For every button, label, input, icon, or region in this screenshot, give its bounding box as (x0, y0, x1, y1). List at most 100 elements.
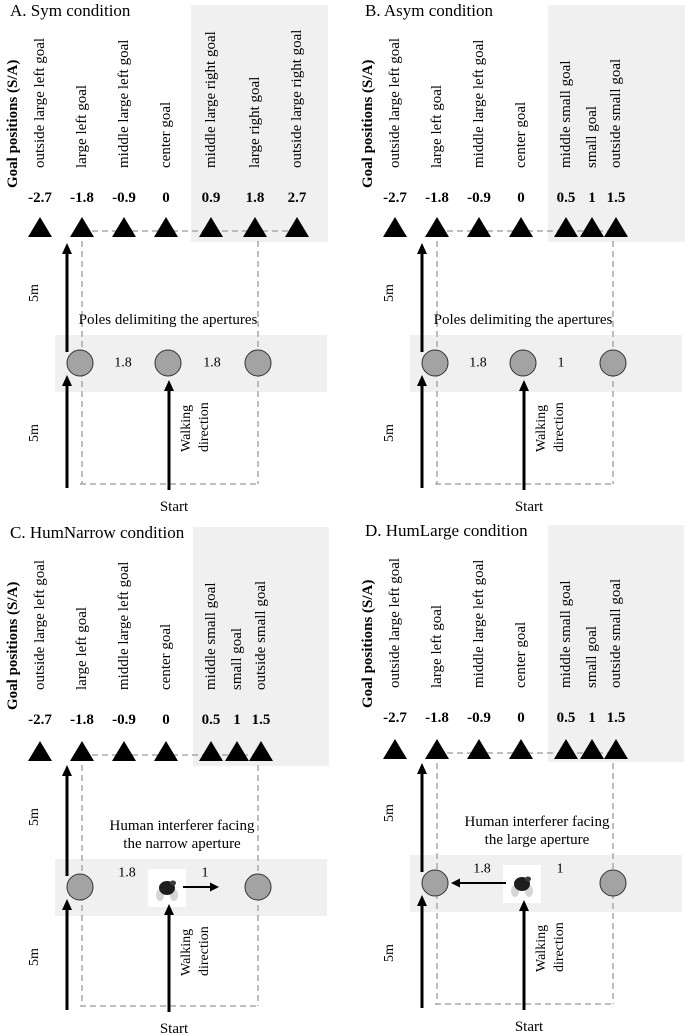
first-segment-arrow-head (417, 243, 427, 254)
goal-value-2: -1.8 (70, 190, 94, 206)
goal-value-6: 1 (588, 190, 596, 206)
aperture-right-width: 1 (558, 356, 565, 371)
distance-top-label: 5m (382, 284, 397, 302)
walking-direction-arrow (519, 380, 529, 490)
goal-triangle-4 (509, 739, 533, 759)
goal-label-1: outside large left goal (32, 560, 48, 690)
walking-direction-line-1: Walking (534, 405, 549, 452)
first-segment-arrow-head (62, 765, 72, 776)
goal-triangle-7 (604, 739, 628, 759)
second-segment-arrow-head (62, 899, 72, 910)
goal-label-5: middle small goal (558, 61, 574, 168)
middle-caption: Poles delimiting the apertures (79, 312, 258, 328)
goal-label-3: middle large left goal (471, 560, 487, 688)
aperture-left-width: 1.8 (114, 356, 132, 371)
goal-triangle-3 (467, 217, 491, 237)
goal-value-3: -0.9 (112, 190, 136, 206)
pole-right (599, 349, 627, 377)
walking-direction-line-2: direction (552, 922, 567, 972)
goal-label-2: large left goal (74, 607, 90, 690)
small-goal-area-shade (548, 525, 684, 762)
first-segment-arrow (62, 243, 72, 352)
pole-left (421, 349, 449, 377)
goal-triangle-6 (580, 739, 604, 759)
walking-direction-line-1: Walking (179, 929, 194, 976)
start-label: Start (160, 499, 189, 515)
small-goal-area-shade (548, 5, 685, 242)
goal-value-7: 1.5 (607, 710, 626, 726)
goal-triangle-2 (70, 741, 94, 761)
goal-value-3: -0.9 (112, 712, 136, 728)
goal-triangle-2 (425, 739, 449, 759)
middle-caption-line-2: the narrow aperture (123, 836, 241, 852)
goal-triangle-1 (28, 741, 52, 761)
middle-caption-line-2: the large aperture (485, 832, 590, 848)
walking-direction-arrow-head (164, 380, 174, 391)
goal-label-7: outside large right goal (289, 30, 305, 168)
goal-value-3: -0.9 (467, 710, 491, 726)
goal-label-1: outside large left goal (32, 38, 48, 168)
goal-label-2: large left goal (74, 85, 90, 168)
walking-direction-arrow (164, 904, 174, 1012)
goal-triangle-1 (383, 217, 407, 237)
pole-left (66, 349, 94, 377)
goal-triangle-3 (112, 217, 136, 237)
goal-label-3: middle large left goal (116, 40, 132, 168)
goal-triangle-1 (28, 217, 52, 237)
pole-left (66, 873, 94, 901)
walking-direction-line-2: direction (552, 402, 567, 452)
goal-value-1: -2.7 (28, 190, 52, 206)
goal-label-1: outside large left goal (387, 558, 403, 688)
second-segment-arrow (62, 375, 72, 488)
panel-title: A. Sym condition (10, 1, 131, 20)
pole-right (244, 873, 272, 901)
goal-triangle-4 (154, 741, 178, 761)
first-segment-arrow (417, 243, 427, 352)
start-label: Start (515, 499, 544, 515)
second-segment-arrow (62, 899, 72, 1010)
pole-right (599, 869, 627, 897)
walking-direction-line-2: direction (197, 402, 212, 452)
goal-value-1: -2.7 (383, 710, 407, 726)
distance-bottom-label: 5m (27, 948, 42, 966)
second-segment-arrow-head (417, 895, 427, 906)
aperture-zone-shade (410, 335, 682, 392)
panel-title: D. HumLarge condition (365, 521, 528, 540)
middle-caption-line-1: Human interferer facing (110, 818, 255, 834)
panel-title: C. HumNarrow condition (10, 523, 185, 542)
pole-center (509, 349, 537, 377)
goal-label-6: small goal (584, 106, 600, 168)
goal-triangle-7 (604, 217, 628, 237)
goal-triangle-5 (554, 739, 578, 759)
panel-title: B. Asym condition (365, 1, 493, 20)
goal-value-4: 0 (162, 712, 170, 728)
facing-direction-arrow (183, 882, 219, 892)
walking-direction-arrow (164, 380, 174, 490)
walking-direction-arrow-head (519, 900, 529, 911)
goal-triangle-5 (554, 217, 578, 237)
goal-label-4: center goal (158, 624, 174, 690)
pole-left (421, 869, 449, 897)
goal-label-2: large left goal (429, 85, 445, 168)
walking-direction-arrow-head (164, 904, 174, 915)
goal-label-4: center goal (513, 622, 529, 688)
goal-triangle-7 (285, 217, 309, 237)
second-segment-arrow (417, 895, 427, 1008)
goal-triangle-3 (467, 739, 491, 759)
middle-caption: Poles delimiting the apertures (434, 312, 613, 328)
goal-value-2: -1.8 (70, 712, 94, 728)
goal-label-6: small goal (229, 628, 245, 690)
goal-triangle-5 (199, 741, 223, 761)
human-interferer (503, 865, 541, 903)
goal-triangle-1 (383, 739, 407, 759)
goal-triangle-7 (249, 741, 273, 761)
goal-label-6: large right goal (247, 77, 263, 168)
second-segment-arrow (417, 375, 427, 488)
aperture-left-width: 1.8 (473, 862, 491, 877)
goal-value-5: 0.9 (202, 190, 221, 206)
goal-value-3: -0.9 (467, 190, 491, 206)
